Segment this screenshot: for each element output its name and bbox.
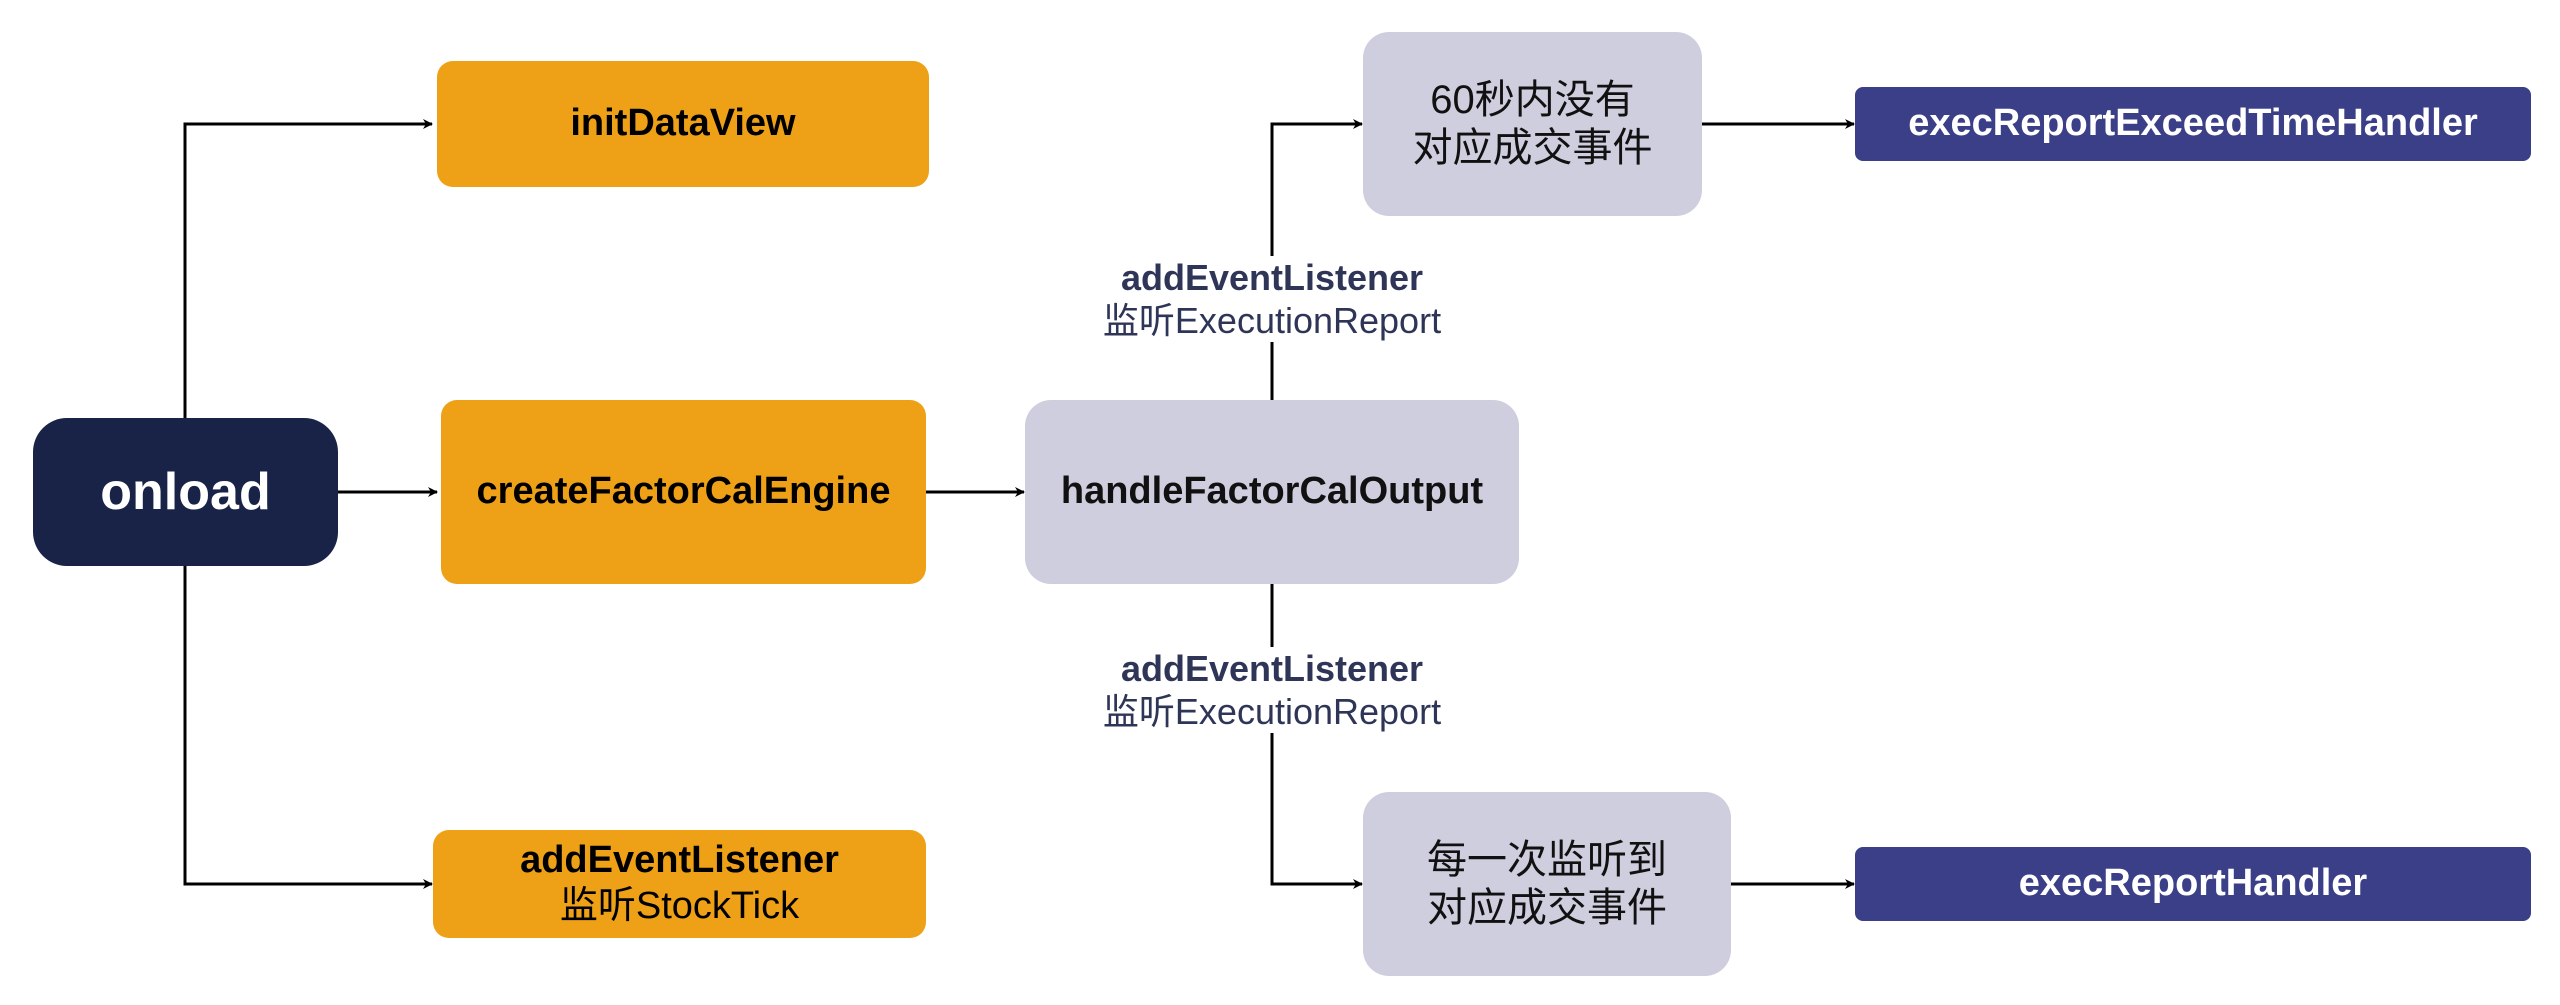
initdataview-node: initDataView: [437, 61, 929, 187]
addlistener-stocktick-line1: addEventListener: [520, 839, 839, 882]
initdataview-label: initDataView: [570, 102, 796, 145]
upper-edge-label-line2: 监听ExecutionReport: [1102, 300, 1442, 342]
notrade-60s-line1: 60秒内没有: [1430, 78, 1635, 122]
edge-onload-addlistener: [183, 566, 433, 889]
edge-handleoutput-eachtrade: [1270, 584, 1363, 889]
eachtrade-node: 每一次监听到 对应成交事件: [1363, 792, 1731, 976]
handleoutput-label: handleFactorCalOutput: [1060, 470, 1484, 513]
exceedhandler-label: execReportExceedTimeHandler: [1908, 102, 2478, 145]
lower-edge-label-line1: addEventListener: [1120, 648, 1424, 689]
onload-label: onload: [100, 462, 271, 521]
eachtrade-line2: 对应成交事件: [1427, 886, 1667, 930]
lower-edge-label: addEventListener 监听ExecutionReport: [1090, 647, 1454, 734]
notrade-60s-node: 60秒内没有 对应成交事件: [1363, 32, 1702, 216]
addlistener-stocktick-line2: 监听StockTick: [559, 885, 800, 927]
reporthandler-label: execReportHandler: [2018, 862, 2368, 905]
notrade-60s-line2: 对应成交事件: [1412, 126, 1653, 170]
edge-onload-initdataview: [183, 119, 433, 418]
createengine-label: createFactorCalEngine: [476, 470, 891, 513]
upper-edge-label-line1: addEventListener: [1120, 257, 1424, 298]
createengine-node: createFactorCalEngine: [441, 400, 926, 584]
lower-edge-label-line2: 监听ExecutionReport: [1102, 691, 1442, 733]
eachtrade-line1: 每一次监听到: [1427, 838, 1667, 882]
onload-node: onload: [33, 418, 338, 566]
addlistener-stocktick-node: addEventListener 监听StockTick: [433, 830, 926, 938]
handleoutput-node: handleFactorCalOutput: [1025, 400, 1519, 584]
upper-edge-label: addEventListener 监听ExecutionReport: [1090, 256, 1454, 343]
exceedhandler-node: execReportExceedTimeHandler: [1855, 87, 2531, 161]
reporthandler-node: execReportHandler: [1855, 847, 2531, 921]
